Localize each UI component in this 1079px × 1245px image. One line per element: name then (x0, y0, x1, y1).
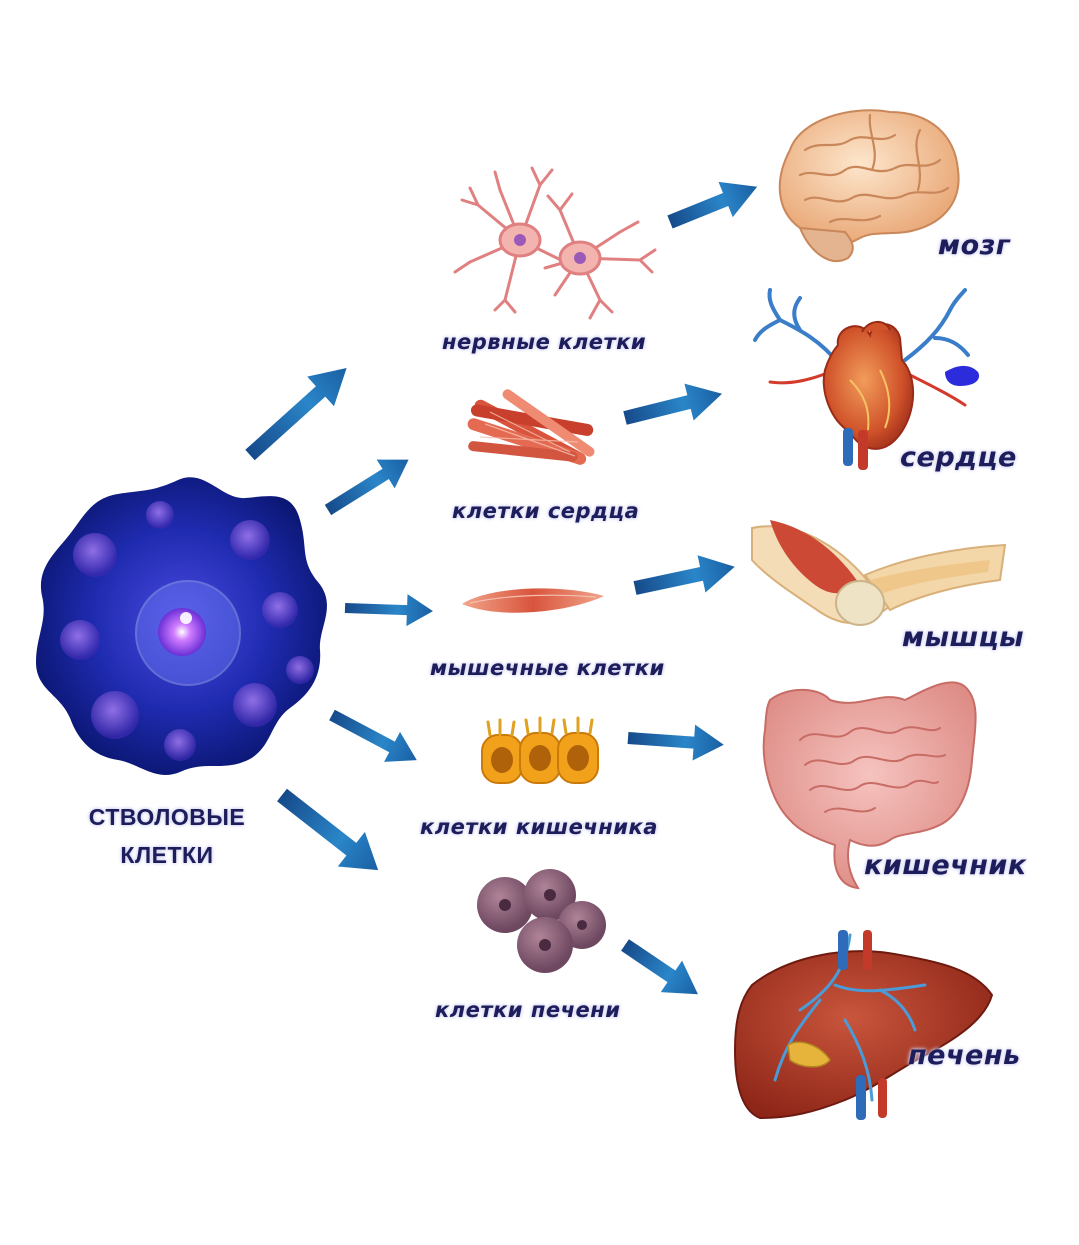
muscles-label: мышцы (902, 622, 1025, 653)
arrow-intestine-cells-to-intestine (627, 724, 724, 761)
arrow-stem-to-muscle-cells (344, 594, 433, 627)
arrow-stem-to-intestine-cells (329, 709, 417, 762)
muscle-cell-image (462, 588, 604, 613)
stem-cells-label-line2: КЛЕТКИ (120, 842, 214, 868)
intestine-label: кишечник (864, 850, 1027, 881)
arrow-stem-to-nerve (245, 368, 347, 461)
heart-image (753, 288, 980, 470)
arrow-nerve-to-brain (667, 181, 758, 229)
liver-cells-label: клетки печени (435, 998, 621, 1022)
intestine-image (762, 681, 977, 890)
arrow-muscle-cells-to-muscles (633, 555, 735, 595)
arrow-stem-to-liver-cells (277, 788, 379, 871)
liver-cells-image (477, 869, 606, 973)
brain-label: мозг (938, 230, 1011, 261)
nerve-cells-image (453, 166, 657, 320)
muscle-cells-label: мышечные клетки (430, 656, 665, 680)
intestine-cells-image (481, 716, 599, 784)
stem-cells-label-line1: СТВОЛОВЫЕ (88, 804, 246, 830)
heart-cells-image (467, 389, 595, 465)
stem-cell-image (36, 477, 327, 775)
nerve-cells-label: нервные клетки (442, 330, 647, 354)
liver-image (733, 930, 994, 1120)
arrow-liver-cells-to-liver (621, 939, 698, 995)
heart-label: сердце (900, 442, 1017, 473)
arrow-stem-to-heart-cells (324, 459, 409, 516)
muscles-image (751, 520, 1007, 626)
heart-cells-label: клетки сердца (452, 499, 640, 523)
arrow-heart-cells-to-heart (623, 383, 723, 425)
arrows (245, 181, 758, 995)
brain-image (778, 109, 960, 263)
liver-label: печень (908, 1040, 1021, 1071)
stem-cells-label: СТВОЛОВЫЕ КЛЕТКИ (72, 798, 262, 874)
intestine-cells-label: клетки кишечника (420, 815, 658, 839)
